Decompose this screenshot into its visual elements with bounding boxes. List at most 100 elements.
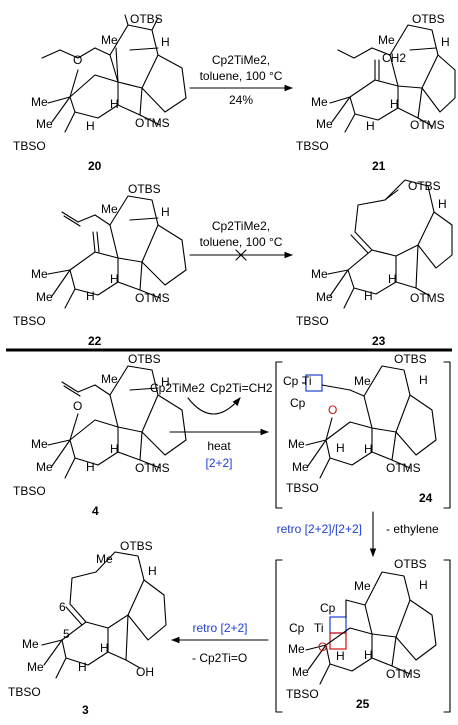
- atom-h: H: [110, 97, 119, 111]
- compound-label-4: 4: [92, 504, 99, 518]
- atom-me: Me: [31, 95, 48, 109]
- atom-me: Me: [96, 552, 113, 566]
- reagent-label: Cp2TiMe2,: [212, 219, 270, 233]
- bracket-left: [275, 559, 283, 713]
- atom-cp: Cp: [283, 374, 299, 388]
- atom-otms: OTMS: [135, 291, 170, 305]
- reaction-arrow-2-blocked: [189, 249, 294, 261]
- atom-otbs: OTBS: [394, 557, 427, 571]
- curved-arrow: [187, 397, 241, 415]
- atom-otms: OTMS: [386, 667, 421, 681]
- compound-25: [305, 571, 437, 685]
- atom-me: Me: [311, 95, 328, 109]
- atom-me: Me: [354, 579, 371, 593]
- atom-me: Me: [31, 437, 48, 451]
- atom-tbso: TBSO: [296, 139, 329, 153]
- atom-tbso: TBSO: [296, 314, 329, 328]
- compound-21: [329, 24, 456, 133]
- atom-cp: Cp: [320, 601, 336, 615]
- atom-me: Me: [101, 202, 118, 216]
- atom-otbs: OTBS: [130, 12, 163, 26]
- compound-23: [327, 179, 453, 309]
- atom-h: H: [78, 660, 87, 674]
- atom-me: Me: [27, 660, 44, 674]
- atom-h: H: [364, 442, 373, 456]
- atom-h: H: [366, 119, 375, 133]
- atom-h: H: [364, 289, 373, 303]
- atom-otms: OTMS: [135, 461, 170, 475]
- arrow-label-heat: heat: [207, 439, 231, 453]
- atom-h: H: [86, 119, 95, 133]
- step2-label-blue: retro [2+2]/[2+2]: [277, 522, 362, 536]
- compound-label-20: 20: [88, 159, 102, 173]
- compound-label-23: 23: [372, 334, 386, 348]
- atom-h: H: [161, 375, 170, 389]
- atom-h: H: [419, 578, 428, 592]
- reagent-label: Cp2TiMe2: [150, 381, 205, 395]
- atom-otbs: OTBS: [128, 182, 161, 196]
- atom-cp: Cp: [289, 621, 305, 635]
- step2-label-black: - ethylene: [386, 522, 439, 536]
- atom-otms: OTMS: [410, 118, 445, 132]
- atom-h: H: [161, 35, 170, 49]
- compound-label-24: 24: [419, 491, 433, 505]
- atom-me: Me: [101, 33, 118, 47]
- atom-h: H: [100, 641, 109, 655]
- atom-me: Me: [101, 372, 118, 386]
- atom-tbso: TBSO: [13, 484, 46, 498]
- atom-me: Me: [288, 642, 305, 656]
- atom-otbs: OTBS: [120, 539, 153, 553]
- atom-h: H: [86, 289, 95, 303]
- atom-me: Me: [31, 267, 48, 281]
- reagent-label: Cp2TiMe2,: [212, 53, 270, 67]
- bracket-left: [275, 361, 283, 509]
- atom-otbs: OTBS: [412, 12, 445, 26]
- conditions-label: toluene, 100 °C: [200, 69, 283, 83]
- atom-tbso: TBSO: [286, 481, 319, 495]
- compound-3: [41, 551, 167, 679]
- atom-otbs: OTBS: [128, 352, 161, 366]
- atom-otbs: OTBS: [408, 179, 441, 193]
- atom-me: Me: [292, 460, 309, 474]
- compound-4: [47, 365, 187, 479]
- compound-20: [41, 14, 187, 133]
- atom-ti: Ti: [314, 621, 324, 635]
- atom-h: H: [390, 97, 399, 111]
- atom-o-red: O: [328, 403, 337, 417]
- atom-me: Me: [22, 637, 39, 651]
- atom-h: H: [388, 272, 397, 286]
- arrow-label-2plus2: [2+2]: [205, 456, 232, 470]
- compound-label-25: 25: [356, 697, 370, 711]
- atom-position-6: 6: [59, 600, 66, 614]
- atom-ti: Ti: [302, 374, 312, 388]
- atom-oh: OH: [136, 665, 154, 679]
- atom-cp: Cp: [290, 396, 306, 410]
- atom-me: Me: [311, 267, 328, 281]
- atom-o: O: [73, 399, 82, 413]
- compound-label-21: 21: [372, 159, 386, 173]
- atom-h: H: [419, 373, 428, 387]
- atom-me: Me: [316, 117, 333, 131]
- atom-o: O: [73, 53, 82, 67]
- atom-otms: OTMS: [386, 461, 421, 475]
- atom-h: H: [336, 441, 345, 455]
- compound-22: [47, 195, 187, 309]
- atom-h: H: [336, 649, 345, 663]
- atom-me: Me: [36, 117, 53, 131]
- atom-me: Me: [354, 374, 371, 388]
- atom-h: H: [438, 197, 447, 211]
- atom-me: Me: [288, 437, 305, 451]
- atom-me: Me: [36, 460, 53, 474]
- atom-position-5: 5: [63, 627, 70, 641]
- compound-label-3: 3: [82, 703, 89, 717]
- compound-label-22: 22: [88, 334, 102, 348]
- atom-me: Me: [378, 33, 395, 47]
- atom-h: H: [110, 442, 119, 456]
- atom-h: H: [161, 205, 170, 219]
- atom-h: H: [110, 272, 119, 286]
- active-reagent-label: Cp2Ti=CH2: [210, 381, 273, 395]
- atom-me: Me: [316, 290, 333, 304]
- yield-label: 24%: [229, 93, 253, 107]
- conditions-label: toluene, 100 °C: [200, 235, 283, 249]
